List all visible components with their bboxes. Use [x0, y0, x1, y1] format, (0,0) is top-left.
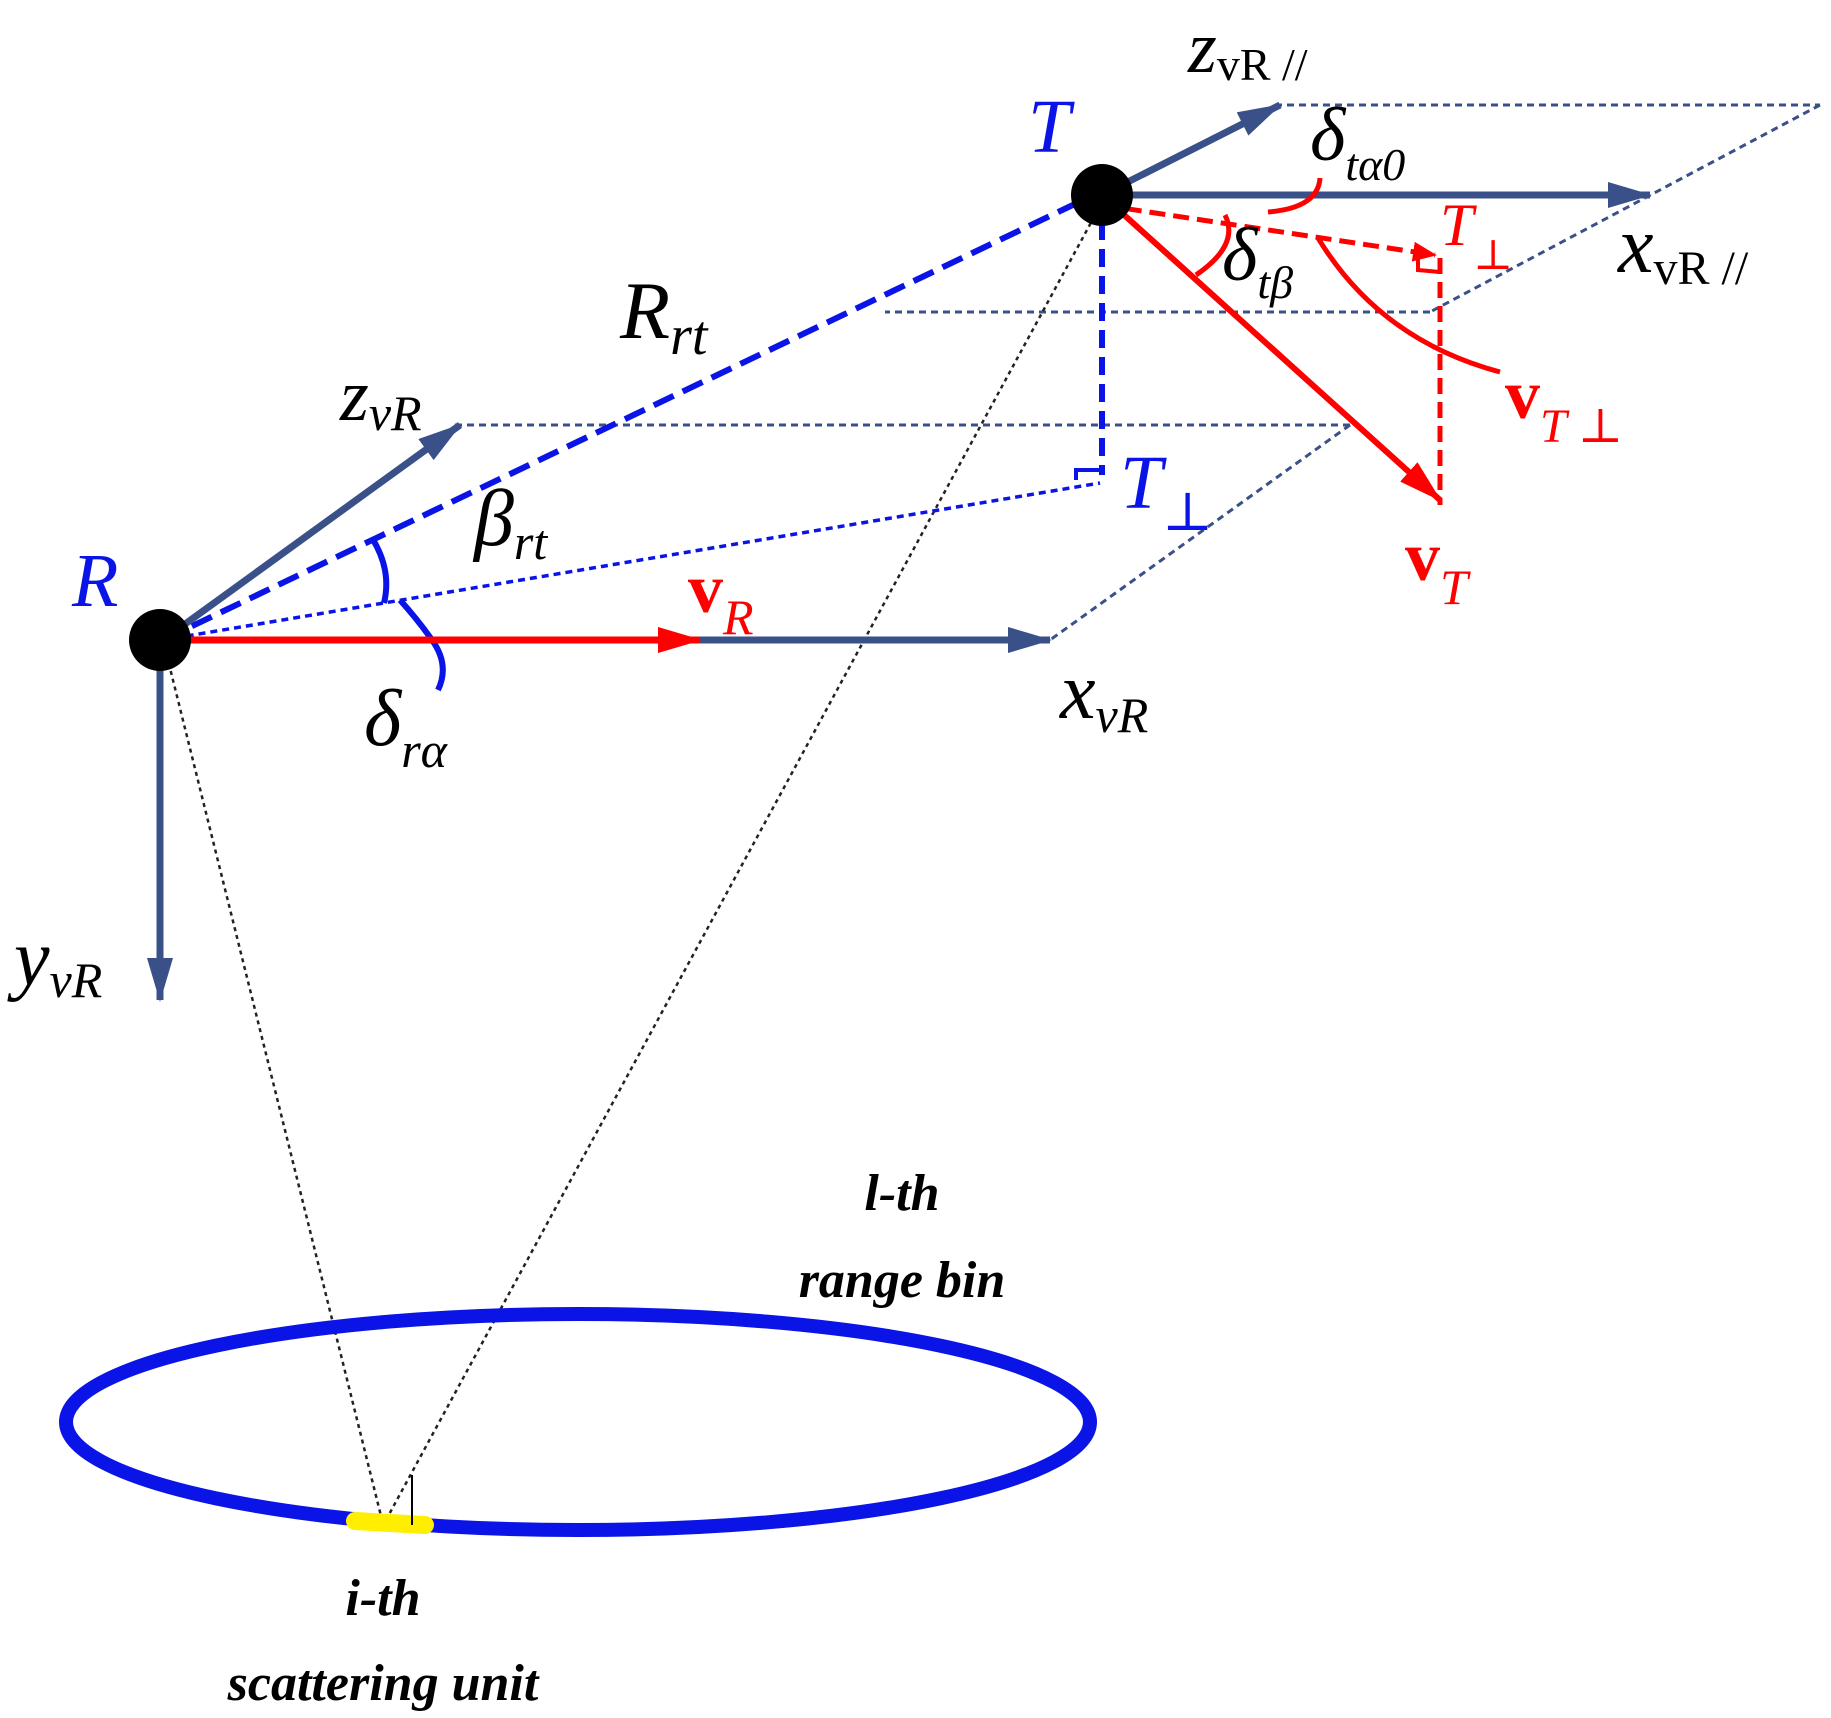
vT-vector — [1099, 192, 1443, 503]
label-zvR: zvR — [339, 355, 422, 441]
vTperp-dashed — [1101, 202, 1437, 262]
range-bin-ellipse — [59, 1307, 1097, 1537]
label-Rrt: Rrt — [619, 265, 709, 367]
caption-scatter-line1: i-th — [345, 1570, 420, 1627]
delta-tbeta-arc — [1194, 213, 1232, 278]
zvRpar-axis — [1100, 101, 1282, 199]
ray-R-to-scatter — [161, 639, 384, 1521]
right-angle-mark-red — [1416, 256, 1441, 274]
construction-lines — [455, 103, 1821, 642]
beta-rt-arc — [369, 536, 390, 604]
label-yvR: yvR — [7, 915, 102, 1008]
red-vectors — [163, 177, 1501, 653]
label-zvRpar: zvR // — [1187, 7, 1308, 90]
label-vTperp: vT ⊥ — [1505, 357, 1623, 453]
zvR-axis — [160, 422, 463, 643]
ray-T-to-scatter — [384, 194, 1108, 1521]
label-delta-ralpha: δrα — [364, 675, 449, 778]
label-R: R — [71, 539, 118, 623]
scatter-rays — [161, 194, 1108, 1521]
delta-talpha0-arc — [1267, 177, 1323, 215]
label-vR: vR — [688, 551, 754, 645]
point-T — [1071, 164, 1133, 226]
caption-range-bin-line1: l-th — [864, 1165, 939, 1222]
right-angle-mark-blue — [1074, 468, 1102, 480]
label-xvRpar: xvR // — [1617, 202, 1749, 295]
plane-right-edge — [1049, 423, 1351, 642]
R-to-Tperp-line — [162, 481, 1101, 642]
label-delta-talpha0: δtα0 — [1310, 93, 1405, 190]
label-delta-tbeta: δtβ — [1222, 213, 1293, 308]
point-R — [129, 609, 191, 671]
vTperp-leader — [1315, 236, 1501, 375]
Rrt-line — [161, 189, 1102, 643]
caption-range-bin-line2: range bin — [799, 1252, 1006, 1309]
label-Tperp-blue: T⊥ — [1120, 441, 1213, 542]
label-beta-rt: βrt — [472, 475, 548, 570]
scattering-unit-highlight — [346, 1512, 434, 1534]
caption-scatter-line2: scattering unit — [227, 1655, 540, 1712]
label-vT: vT — [1405, 519, 1471, 615]
upper-plane-right-edge — [1429, 103, 1821, 314]
label-T: T — [1028, 85, 1075, 169]
delta-ralpha-arc — [397, 597, 446, 692]
blue-dashed-lines — [161, 189, 1105, 643]
label-xvR: xvR — [1059, 648, 1148, 743]
label-Tperp-red: T⊥ — [1440, 192, 1513, 279]
